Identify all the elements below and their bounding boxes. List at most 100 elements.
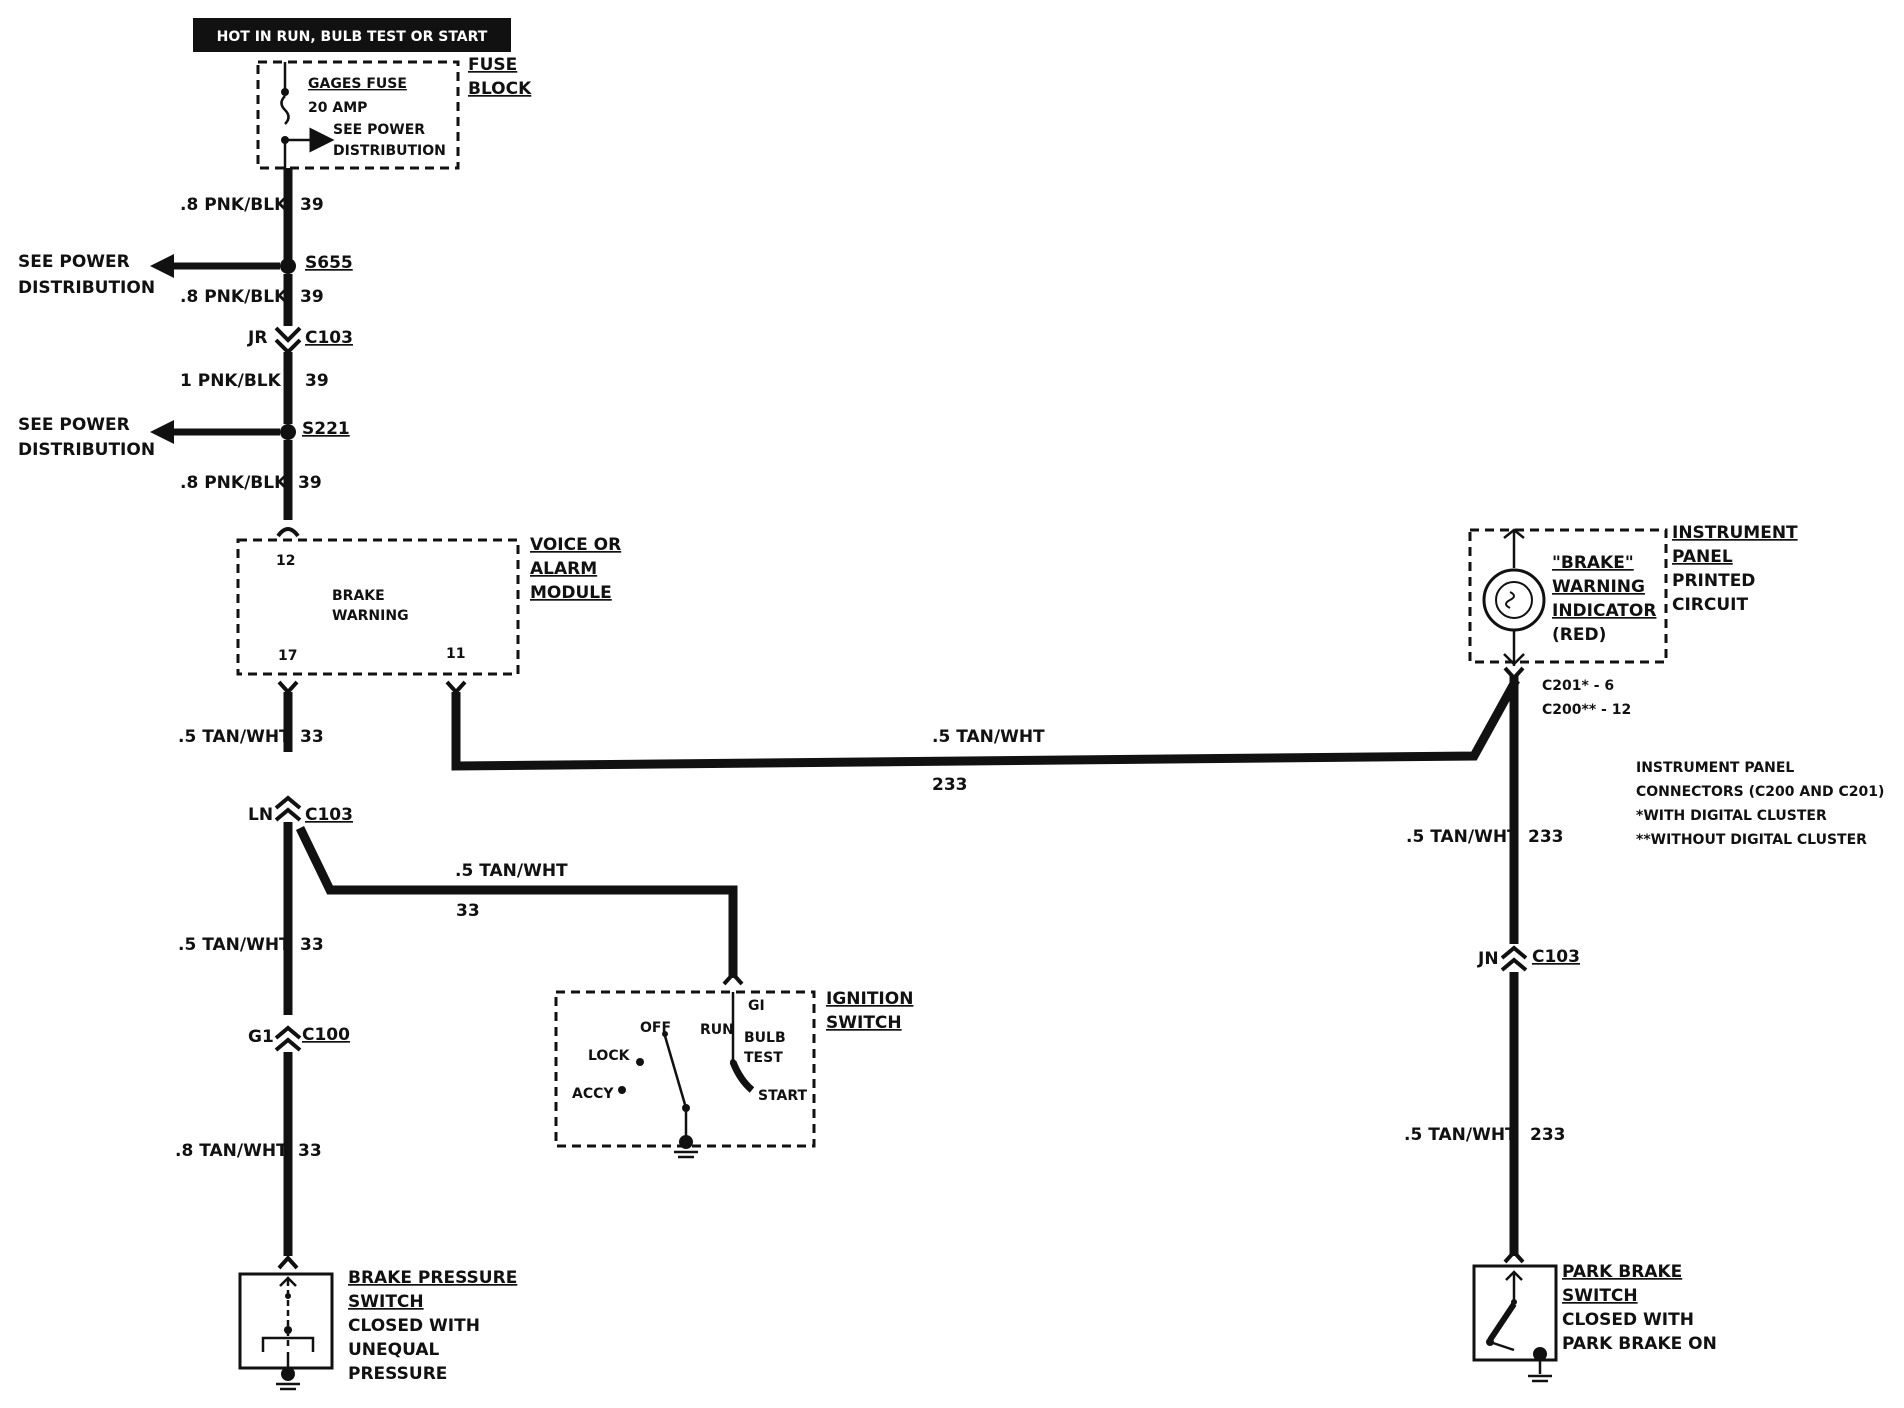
w10-circuit: 233 — [1528, 827, 1564, 847]
w5-circuit: 33 — [300, 727, 324, 747]
see-power-1b: DISTRIBUTION — [18, 278, 155, 298]
s655-arrow — [150, 254, 174, 278]
park-brake-l1: PARK BRAKE — [1562, 1262, 1682, 1282]
fuse-rating: 20 AMP — [308, 100, 367, 116]
c103-b-label: C103 — [305, 805, 353, 825]
indicator-name-4: (RED) — [1552, 625, 1606, 645]
ignition-bulb: BULB — [744, 1030, 786, 1046]
brake-pressure-switch-box — [238, 1272, 334, 1370]
w6-circuit: 33 — [300, 935, 324, 955]
w2-circuit: 39 — [300, 287, 324, 307]
park-brake-l2: SWITCH — [1562, 1286, 1638, 1306]
ip-title-1: INSTRUMENT — [1672, 523, 1798, 543]
ignition-off: OFF — [640, 1020, 671, 1036]
c103-a-pin: JR — [247, 328, 267, 348]
fuse-block-title-2: BLOCK — [468, 79, 532, 99]
ignition-switch-symbol — [618, 992, 755, 1159]
s221-label: S221 — [302, 419, 350, 439]
pin-11-symbol — [445, 680, 467, 695]
ignition-test: TEST — [744, 1050, 783, 1066]
note-line-4: **WITHOUT DIGITAL CLUSTER — [1636, 832, 1867, 848]
fuse-distribution: DISTRIBUTION — [333, 143, 446, 159]
w7-gauge: .8 TAN/WHT — [175, 1141, 288, 1161]
ignition-title-2: SWITCH — [826, 1013, 902, 1033]
c201-label: C201* - 6 — [1542, 678, 1614, 694]
brake-pressure-top-pin — [277, 1255, 299, 1270]
w4-circuit: 39 — [298, 473, 322, 493]
c100-pin: G1 — [248, 1027, 274, 1047]
w1-circuit: 39 — [300, 195, 324, 215]
brake-pressure-l5: PRESSURE — [348, 1364, 447, 1384]
hot-label: HOT IN RUN, BULB TEST OR START — [217, 29, 488, 45]
ignition-title-1: IGNITION — [826, 989, 913, 1009]
bulb-icon — [1482, 528, 1546, 666]
c100-label: C100 — [302, 1025, 350, 1045]
pin-17-symbol — [277, 680, 299, 695]
w8-gauge: .5 TAN/WHT — [455, 861, 568, 881]
brake-pressure-l3: CLOSED WITH — [348, 1316, 480, 1336]
note-line-2: CONNECTORS (C200 AND C201) — [1636, 784, 1884, 800]
connector-c103-a — [274, 326, 302, 355]
module-title-1: VOICE OR — [530, 535, 621, 555]
c200-label: C200** - 12 — [1542, 702, 1631, 718]
module-title-3: MODULE — [530, 583, 612, 603]
fuse-block-title-1: FUSE — [468, 55, 517, 75]
indicator-name-2: WARNING — [1552, 577, 1645, 597]
fuse-symbol — [280, 62, 335, 168]
connector-c100 — [274, 1025, 302, 1052]
connector-c103-c — [1500, 945, 1528, 972]
ignition-pin-symbol — [722, 971, 744, 986]
ignition-accy: ACCY — [572, 1086, 614, 1102]
c103-c-pin: JN — [1477, 949, 1499, 969]
w10-gauge: .5 TAN/WHT — [1406, 827, 1519, 847]
note-line-1: INSTRUMENT PANEL — [1636, 760, 1794, 776]
instrument-panel-box — [1468, 528, 1668, 664]
splice-s221 — [280, 424, 296, 440]
connector-c103-b — [274, 795, 302, 822]
ip-title-3: PRINTED — [1672, 571, 1755, 591]
module-pin-right: 11 — [446, 646, 465, 662]
see-power-1a: SEE POWER — [18, 252, 130, 272]
wire-tan-wht-233-a — [451, 677, 1520, 771]
ip-title-2: PANEL — [1672, 547, 1733, 567]
ip-title-4: CIRCUIT — [1672, 595, 1748, 615]
park-brake-top-pin — [1503, 1249, 1525, 1264]
splice-s655 — [280, 258, 296, 274]
brake-pressure-switch-symbol — [261, 1276, 315, 1391]
fuse-see-power: SEE POWER — [333, 122, 425, 138]
ignition-start: START — [758, 1088, 808, 1104]
alarm-module-box — [236, 538, 520, 676]
park-brake-switch-symbol — [1486, 1270, 1552, 1383]
ignition-pin: GI — [748, 998, 765, 1014]
c103-b-pin: LN — [248, 805, 273, 825]
brake-pressure-l2: SWITCH — [348, 1292, 424, 1312]
wire-tan-wht-33-ignition — [295, 826, 738, 978]
module-inner-1: BRAKE — [332, 588, 385, 604]
indicator-name-3: INDICATOR — [1552, 601, 1656, 621]
s655-label: S655 — [305, 253, 353, 273]
w11-circuit: 233 — [1530, 1125, 1566, 1145]
c103-a-label: C103 — [305, 328, 353, 348]
w11-gauge: .5 TAN/WHT — [1404, 1125, 1517, 1145]
fuse-name: GAGES FUSE — [308, 76, 407, 92]
park-brake-l3: CLOSED WITH — [1562, 1310, 1694, 1330]
see-power-2b: DISTRIBUTION — [18, 440, 155, 460]
see-power-2a: SEE POWER — [18, 415, 130, 435]
park-brake-switch-box — [1472, 1264, 1558, 1362]
note-line-3: *WITH DIGITAL CLUSTER — [1636, 808, 1827, 824]
s221-arrow — [150, 420, 174, 444]
w6-gauge: .5 TAN/WHT — [178, 935, 291, 955]
w3-gauge: 1 PNK/BLK — [180, 371, 282, 391]
module-pin-top: 12 — [276, 553, 295, 569]
brake-pressure-l1: BRAKE PRESSURE — [348, 1268, 517, 1288]
w4-gauge: .8 PNK/BLK — [180, 473, 288, 493]
brake-pressure-l4: UNEQUAL — [348, 1340, 440, 1360]
hot-label-bar — [193, 18, 511, 52]
fuse-block-box — [256, 60, 460, 170]
module-inner-2: WARNING — [332, 608, 409, 624]
ignition-run: RUN — [700, 1022, 734, 1038]
w3-circuit: 39 — [305, 371, 329, 391]
module-title-2: ALARM — [530, 559, 597, 579]
w8-circuit: 33 — [456, 901, 480, 921]
